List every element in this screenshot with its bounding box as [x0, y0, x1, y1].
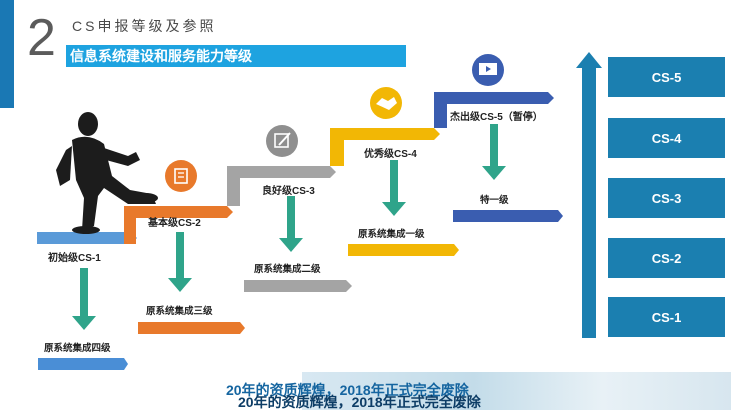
level-box-cs5: CS-5 [608, 57, 725, 97]
target-label-cs3: 原系统集成二级 [254, 264, 321, 275]
down-arrow-cs1 [80, 268, 88, 318]
down-arrow-cs3 [287, 196, 295, 240]
down-arrows [72, 124, 506, 330]
footer-background [302, 372, 731, 410]
step-label-cs4: 优秀级CS-4 [364, 149, 417, 160]
step-label-cs3: 良好级CS-3 [262, 186, 315, 197]
platform-cs1 [38, 358, 128, 370]
stair-cs5 [434, 92, 554, 128]
level-box-cs1: CS-1 [608, 297, 725, 337]
platform-cs2 [138, 322, 245, 334]
handshake-icon [370, 87, 402, 119]
step-label-cs5: 杰出级CS-5（暂停） [450, 112, 543, 123]
platform-cs3 [244, 280, 352, 292]
step-label-cs2: 基本级CS-2 [148, 218, 201, 229]
title-banner: 信息系统建设和服务能力等级 [66, 45, 406, 67]
target-label-cs2: 原系统集成三级 [146, 306, 213, 317]
down-arrow-cs4 [390, 160, 398, 204]
stair-cs1 [37, 232, 137, 244]
down-arrow-cs2 [176, 232, 184, 280]
level-box-cs3: CS-3 [608, 178, 725, 218]
footer-text-shadow: 20年的资质辉煌，2018年正式完全废除 [226, 382, 469, 398]
stair-cs4 [330, 128, 440, 166]
section-number: 2 [27, 9, 56, 67]
target-label-cs5: 特一级 [480, 195, 509, 206]
stair-cs2 [124, 206, 233, 244]
footer-text: 20年的资质辉煌，2018年正式完全废除 [238, 394, 481, 410]
platform-cs4 [348, 244, 459, 256]
left-accent-bar [0, 0, 14, 108]
climbing-figure [56, 112, 158, 234]
down-arrow-cs5 [490, 124, 498, 168]
level-box-cs4: CS-4 [608, 118, 725, 158]
target-label-cs1: 原系统集成四级 [44, 343, 111, 354]
target-label-cs4: 原系统集成一级 [358, 229, 425, 240]
edit-icon [266, 125, 298, 157]
monitor-icon [472, 54, 504, 86]
section-title: CS申报等级及参照 [72, 18, 217, 34]
step-label-cs1: 初始级CS-1 [48, 253, 101, 264]
platform-cs5 [453, 210, 563, 222]
stair-cs3 [227, 166, 336, 206]
level-box-cs2: CS-2 [608, 238, 725, 278]
level-up-arrow [576, 52, 602, 338]
document-icon [165, 160, 197, 192]
